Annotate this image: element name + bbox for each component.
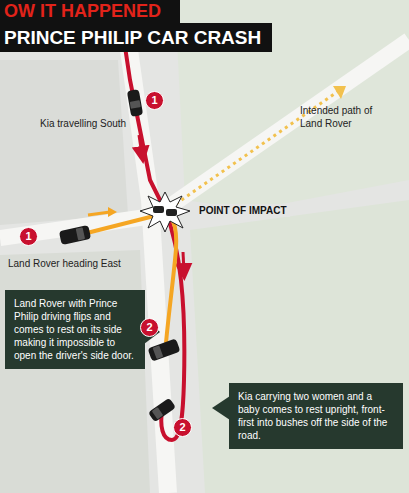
subtitle-text: PRINCE PHILIP CAR CRASH	[4, 25, 261, 50]
callout-number: 2	[173, 418, 192, 437]
callout-box: Kia carrying two women and a baby comes …	[229, 383, 403, 449]
callout-number: 2	[140, 318, 159, 337]
vehicle-label: Land Rover heading East	[8, 258, 121, 271]
title-text: OW IT HAPPENED	[4, 1, 161, 22]
callout-text: Land Rover with Prince Philip driving fl…	[14, 297, 136, 362]
vehicle-label: Kia travelling South	[40, 118, 126, 131]
impact-label: POINT OF IMPACT	[196, 204, 290, 217]
callout-number: 1	[19, 227, 38, 246]
callout-box: Land Rover with Prince Philip driving fl…	[5, 290, 145, 369]
callout-text: Kia carrying two women and a baby comes …	[238, 390, 394, 442]
path-label: Intended path of Land Rover	[300, 105, 390, 130]
callout-number: 1	[145, 91, 164, 110]
